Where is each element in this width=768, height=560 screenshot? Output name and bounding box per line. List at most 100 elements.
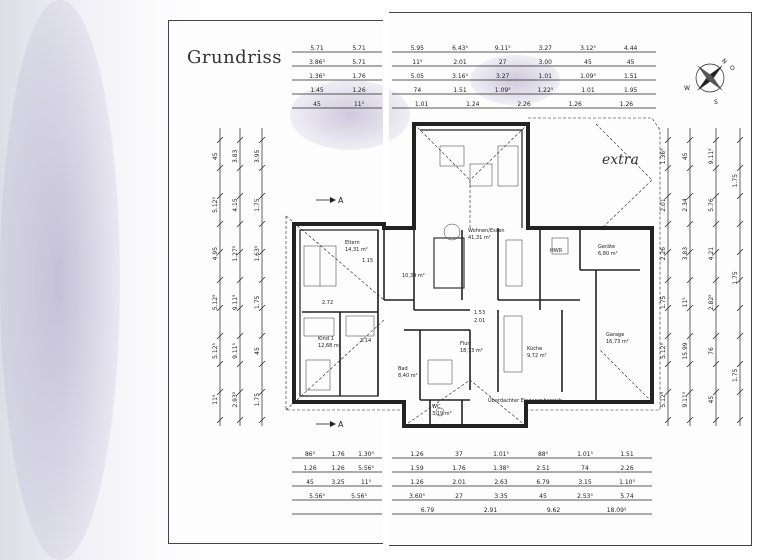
dimension-tick bbox=[712, 136, 720, 144]
dimension-label-top: 3.86⁵ bbox=[309, 59, 325, 66]
room-name: Bad bbox=[398, 366, 408, 372]
dimension-label-bottom: 1.26 bbox=[303, 465, 317, 472]
interior-wall bbox=[299, 229, 379, 397]
dimension-tick bbox=[216, 416, 224, 424]
toilet bbox=[435, 407, 445, 417]
dimension-tick bbox=[664, 192, 672, 200]
dimension-tick bbox=[258, 136, 266, 144]
dimension-label-left: 1.27⁵ bbox=[232, 245, 239, 261]
dimension-label-right: 5.12⁵ bbox=[660, 343, 667, 359]
roof-line bbox=[469, 379, 527, 427]
dimension-label-top: 5.71 bbox=[352, 59, 366, 66]
dimension-label-right: 2.01 bbox=[660, 198, 667, 212]
dimension-tick bbox=[736, 164, 744, 172]
dimension-tick bbox=[736, 192, 744, 200]
dimension-label-top: 1.95 bbox=[624, 87, 638, 94]
staircase bbox=[433, 237, 465, 289]
paper-smudge bbox=[290, 80, 410, 150]
dimension-tick bbox=[712, 248, 720, 256]
dimension-label-bottom: 2.01 bbox=[452, 479, 466, 486]
dimension-tick bbox=[736, 276, 744, 284]
room-name: Überdachter Eingangsbereich bbox=[488, 397, 562, 404]
dimension-tick bbox=[686, 248, 694, 256]
dimension-label-top: 1.22⁵ bbox=[537, 87, 553, 94]
handwritten-note: extra bbox=[602, 152, 639, 168]
wardrobe bbox=[345, 315, 375, 337]
dimension-tick bbox=[664, 220, 672, 228]
dimension-label-right: 15.99 bbox=[682, 342, 689, 359]
compass-south-label: S bbox=[714, 99, 718, 106]
outer-wall bbox=[292, 122, 654, 428]
dimension-label-bottom: 2.26 bbox=[620, 465, 634, 472]
dimension-label-bottom: 2.63 bbox=[494, 479, 508, 486]
room-area: 8,40 m² bbox=[398, 373, 418, 379]
dimension-label-bottom: 5.56⁵ bbox=[309, 493, 325, 500]
dimension-tick bbox=[712, 416, 720, 424]
dimension-label-right: 11⁵ bbox=[682, 297, 689, 308]
dimension-label-left: 1.75 bbox=[254, 393, 261, 407]
dimension-label-bottom: 1.51 bbox=[620, 451, 634, 458]
dimension-tick bbox=[686, 164, 694, 172]
dimension-label-bottom: 27 bbox=[455, 493, 463, 500]
dimension-label-left: 3.83 bbox=[232, 149, 239, 163]
room-name: Eltern bbox=[345, 240, 360, 246]
roof-line bbox=[285, 215, 385, 301]
dimension-label-top: 3.12⁵ bbox=[580, 45, 596, 52]
dimension-tick bbox=[236, 416, 244, 424]
desk bbox=[303, 317, 335, 337]
dimension-tick bbox=[712, 360, 720, 368]
room-area: 41,31 m² bbox=[468, 235, 491, 241]
dimension-label-bottom: 5.56⁵ bbox=[351, 493, 367, 500]
dimension-label-top: 4.44 bbox=[624, 45, 638, 52]
dimension-tick bbox=[236, 304, 244, 312]
compass-rose: N O S W bbox=[684, 57, 735, 106]
dimension-tick bbox=[736, 304, 744, 312]
dimension-tick bbox=[216, 276, 224, 284]
roof-line bbox=[599, 349, 653, 403]
dimension-tick bbox=[664, 136, 672, 144]
dimension-label-left: 45 bbox=[212, 152, 219, 160]
dimension-label-top: 5.05 bbox=[411, 73, 425, 80]
room-name: Küche bbox=[527, 346, 542, 352]
interior-wall bbox=[420, 129, 523, 228]
dimension-label-bottom: 1.26 bbox=[410, 479, 424, 486]
interior-dimension: 2.01 bbox=[474, 318, 485, 324]
dimension-tick bbox=[712, 332, 720, 340]
dimension-tick bbox=[258, 360, 266, 368]
dimension-label-top: 3.27 bbox=[539, 45, 553, 52]
dimension-tick bbox=[686, 388, 694, 396]
dimension-tick bbox=[236, 164, 244, 172]
dimension-label-bottom: 74 bbox=[581, 465, 589, 472]
dimension-label-bottom: 5.56⁵ bbox=[358, 465, 374, 472]
room-name: Wohnen/Essen bbox=[468, 228, 505, 234]
dimension-lines bbox=[216, 51, 744, 515]
dimension-label-bottom: 5.74 bbox=[620, 493, 634, 500]
roof-line bbox=[599, 179, 653, 231]
interior-dimension: 1.15 bbox=[362, 258, 373, 264]
dimension-label-top: 1.01 bbox=[539, 73, 553, 80]
dimension-tick bbox=[664, 276, 672, 284]
dining-table bbox=[505, 239, 523, 287]
dimension-label-left: 2.93⁵ bbox=[232, 391, 239, 407]
dimension-tick bbox=[216, 192, 224, 200]
dimension-label-top: 45 bbox=[313, 101, 321, 108]
dimension-label-top: 45 bbox=[584, 59, 592, 66]
furniture bbox=[303, 145, 569, 417]
dimension-tick bbox=[664, 360, 672, 368]
dimension-tick bbox=[216, 248, 224, 256]
dimension-tick bbox=[258, 332, 266, 340]
dimension-label-top: 45 bbox=[627, 59, 635, 66]
dimension-tick bbox=[216, 220, 224, 228]
dimension-label-bottom: 3.35 bbox=[494, 493, 508, 500]
roof-line bbox=[595, 123, 653, 181]
dimension-tick bbox=[686, 360, 694, 368]
room-area: 6,80 m² bbox=[598, 251, 618, 257]
dimension-tick bbox=[686, 220, 694, 228]
room-area: 18,73 m² bbox=[460, 348, 483, 354]
dimension-label-bottom: 88⁵ bbox=[538, 451, 549, 458]
dimension-label-bottom: 18.09⁵ bbox=[607, 507, 627, 514]
dimension-label-top: 2.26 bbox=[517, 101, 531, 108]
dimension-label-left: 9.11⁵ bbox=[232, 343, 239, 359]
dimension-label-top: 2.01 bbox=[453, 59, 467, 66]
